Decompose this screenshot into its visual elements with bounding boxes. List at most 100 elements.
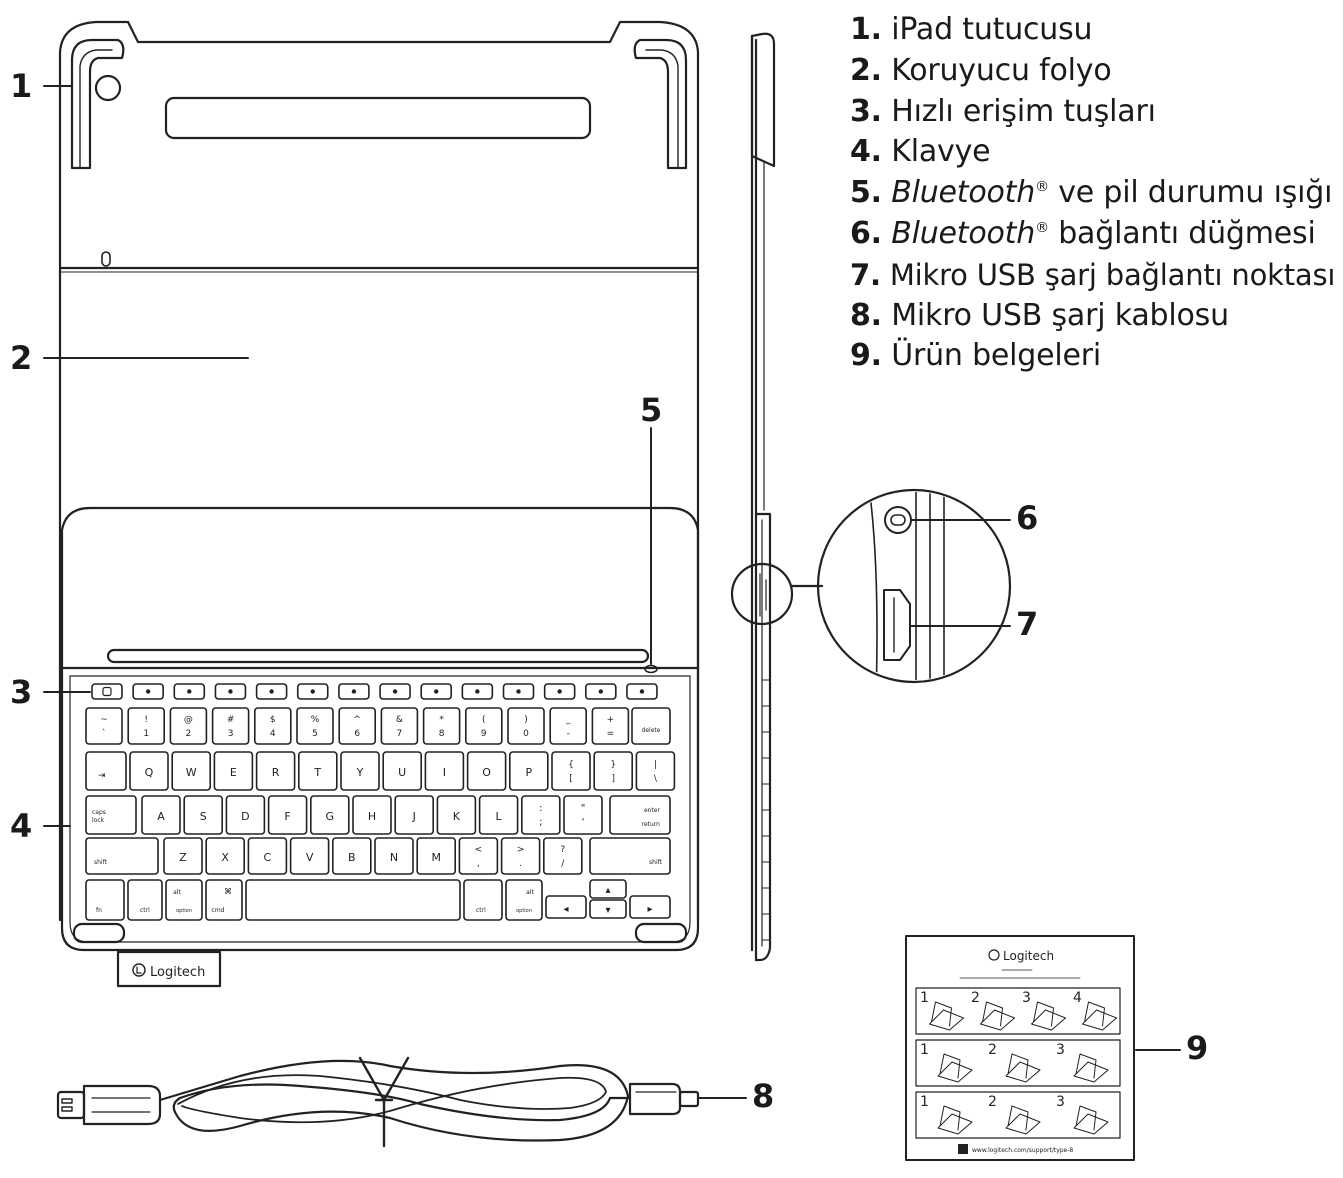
key-bottom-label: ; bbox=[539, 817, 542, 828]
key-arrow-left bbox=[545, 895, 587, 919]
hotkey-rewind bbox=[379, 683, 411, 700]
keyboard-groove bbox=[106, 648, 650, 664]
key-letter-label: V bbox=[306, 851, 314, 864]
key-ctrl-label: ctrl bbox=[140, 907, 150, 914]
key-space bbox=[245, 879, 461, 921]
key-letter bbox=[129, 751, 169, 791]
key-arrow-right bbox=[629, 895, 671, 919]
key-caps-label: caps bbox=[92, 809, 106, 816]
key-ctrl-left bbox=[127, 879, 163, 921]
doc-step-illustration bbox=[1073, 1053, 1109, 1083]
legend-item-documentation: 9. Ürün belgeleri bbox=[850, 338, 1102, 374]
keyboard-icon bbox=[310, 689, 315, 694]
key-number bbox=[127, 707, 165, 745]
key-top-label: " bbox=[581, 803, 586, 814]
legend-item-ipad-holder: 1. iPad tutucusu bbox=[850, 12, 1093, 47]
key-letter-label: Y bbox=[356, 766, 364, 779]
key-number bbox=[591, 707, 630, 745]
key-letter bbox=[183, 795, 223, 835]
key-top-label: ? bbox=[560, 845, 565, 855]
key-top-label: ~ bbox=[100, 715, 108, 725]
key-bottom-label: ' bbox=[582, 817, 585, 828]
logo-tab-text: Logitech bbox=[150, 965, 205, 980]
key-number bbox=[254, 707, 292, 745]
bluetooth-button bbox=[884, 506, 912, 534]
key-letter-label: D bbox=[241, 810, 249, 823]
hotkey-prev bbox=[338, 683, 370, 700]
right-holder-clip bbox=[633, 38, 688, 170]
key-letter bbox=[508, 751, 549, 791]
hotkey-mute bbox=[502, 683, 535, 700]
key-bottom-label: 5 bbox=[312, 729, 318, 739]
play-icon bbox=[434, 689, 439, 694]
doc-step-illustration bbox=[1031, 1001, 1066, 1031]
key-letter bbox=[171, 751, 211, 791]
side-profile-top bbox=[750, 32, 776, 168]
arrow-up-icon: ▴ bbox=[605, 885, 610, 896]
key-letter-label: U bbox=[398, 766, 406, 779]
hotkey-home bbox=[91, 683, 123, 700]
callout-5: 5 bbox=[640, 391, 663, 429]
key-number bbox=[549, 707, 588, 745]
key-letter bbox=[331, 837, 372, 875]
legend-item-charging-port: 7. Mikro USB şarj bağlantı noktası bbox=[850, 257, 1336, 292]
key-letter-label: P bbox=[525, 766, 532, 779]
doc-step-illustration bbox=[937, 1053, 973, 1083]
key-shift-left bbox=[85, 837, 159, 875]
folio-small-mark bbox=[101, 251, 111, 267]
hotkey-keyboard bbox=[296, 683, 329, 700]
legend-item-protective-folio: 2. Koruyucu folyo bbox=[850, 52, 1112, 88]
detail-circle bbox=[816, 488, 1012, 684]
key-bottom-label: \ bbox=[654, 774, 658, 784]
key-fn bbox=[85, 879, 125, 921]
folio-top-slot bbox=[164, 96, 592, 140]
key-bottom-label: [ bbox=[569, 774, 573, 784]
doc-step-number: 4 bbox=[1073, 990, 1082, 1006]
doc-step-illustration bbox=[1073, 1105, 1109, 1135]
doc-step-illustration bbox=[980, 1001, 1015, 1031]
key-arrow-down bbox=[589, 899, 627, 919]
key-number bbox=[85, 707, 123, 745]
prev-icon bbox=[351, 689, 357, 694]
key-top-label: ) bbox=[524, 715, 528, 725]
key-letter-label: J bbox=[412, 810, 416, 823]
key-letter-label: S bbox=[200, 810, 207, 823]
key-bottom-label: 2 bbox=[186, 729, 192, 739]
hotkey-volume-up bbox=[584, 683, 617, 700]
callout-4: 4 bbox=[10, 807, 33, 845]
key-bottom-label: . bbox=[519, 859, 522, 869]
key-bottom-label: 1 bbox=[143, 729, 149, 739]
key-shift-label: shift bbox=[649, 859, 663, 866]
key-number bbox=[338, 707, 377, 745]
key-option-label: option bbox=[176, 908, 192, 914]
legend-item-keyboard: 4. Klavye bbox=[850, 134, 991, 170]
doc-step-number: 3 bbox=[1022, 990, 1031, 1006]
key-shift-right bbox=[589, 837, 671, 875]
record-icon bbox=[269, 689, 274, 694]
key-letter bbox=[478, 795, 519, 835]
key-number bbox=[507, 707, 545, 745]
keyboard-foot-left bbox=[72, 922, 126, 944]
folio-front-view bbox=[58, 20, 700, 922]
hotkey-volume-down bbox=[543, 683, 576, 700]
key-top-label: + bbox=[607, 715, 615, 725]
key-bracket bbox=[635, 751, 676, 791]
key-letter-label: O bbox=[482, 766, 491, 779]
callout-9: 9 bbox=[1186, 1029, 1209, 1067]
key-bottom-label: ] bbox=[611, 774, 615, 784]
key-delete-label: delete bbox=[642, 727, 661, 734]
arrow-left-icon: ◂ bbox=[563, 904, 568, 915]
doc-step-number: 1 bbox=[920, 1094, 929, 1110]
key-top-label: # bbox=[227, 715, 235, 725]
key-letter bbox=[394, 795, 435, 835]
key-bottom-label: 8 bbox=[439, 729, 445, 739]
siri-icon bbox=[187, 689, 192, 694]
key-letter bbox=[247, 837, 288, 875]
key-letter bbox=[213, 751, 254, 791]
key-letter bbox=[255, 751, 296, 791]
key-bottom-label: ` bbox=[102, 728, 107, 739]
key-letter bbox=[205, 837, 245, 875]
key-letter bbox=[340, 751, 380, 791]
callout-6: 6 bbox=[1016, 499, 1039, 537]
